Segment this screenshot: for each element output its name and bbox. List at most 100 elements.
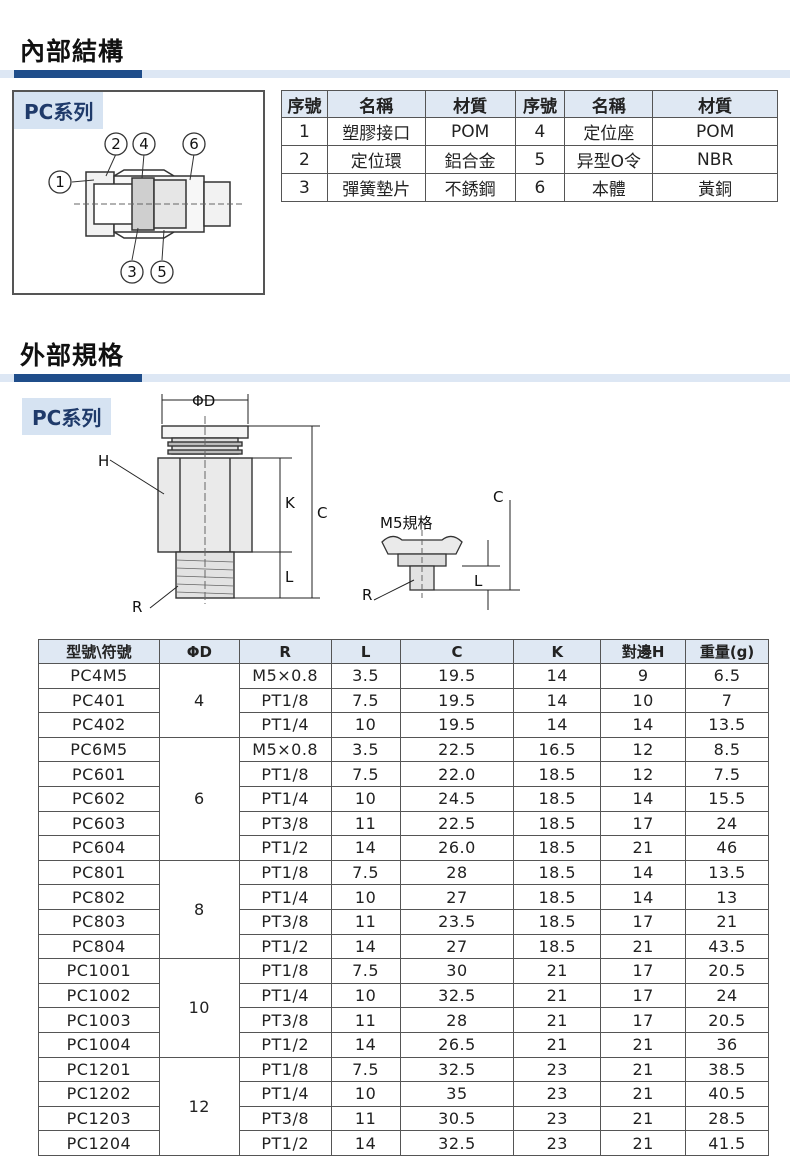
spec-cell: 32.5 [399,982,515,1009]
m5-dim-label-r: R [362,586,372,604]
spec-cell: 27 [399,884,515,910]
spec-cell: 28.5 [685,1105,769,1132]
spec-cell: 14 [600,859,687,886]
spec-cell: 13.5 [685,712,769,738]
internal-section-title: 內部結構 [20,37,125,66]
spec-cell: 17 [600,810,687,837]
m5-title: M5規格 [380,514,433,532]
dim-label-k: K [285,494,296,512]
spec-cell: 19.5 [399,687,515,714]
spec-cell: 14 [330,835,401,861]
spec-cell: 6.5 [685,663,769,689]
spec-cell: 21 [513,1007,602,1033]
parts-cell: NBR [652,145,778,174]
parts-cell: 异型O令 [564,145,654,174]
spec-cell: PT3/8 [238,908,332,935]
parts-cell: 不銹鋼 [424,173,516,202]
spec-cell: 10 [330,1081,401,1107]
spec-cell: PT3/8 [238,810,332,837]
spec-cell: 21 [513,958,602,984]
spec-cell: 21 [513,1031,602,1058]
callout-4: 4 [139,135,149,153]
dim-label-c: C [317,504,327,522]
spec-cell: 9 [600,663,687,689]
spec-diameter-cell: 4 [158,663,240,738]
spec-cell: 7 [685,687,769,714]
spec-cell: 7.5 [330,687,401,714]
spec-cell: 32.5 [399,1056,515,1083]
spec-diameter-cell: 10 [158,958,240,1058]
external-section-bar [0,374,790,382]
spec-cell: 7.5 [330,958,401,984]
spec-header-cell: L [330,639,401,664]
spec-cell: PT1/8 [238,859,332,886]
spec-cell: 28 [399,1007,515,1033]
spec-cell: 18.5 [513,810,602,837]
dim-label-h: H [98,452,109,470]
callout-2: 2 [111,135,121,153]
spec-cell: PT1/4 [238,1081,332,1107]
external-section-title: 外部規格 [20,341,125,370]
spec-cell: 17 [600,958,687,984]
spec-cell: 10 [330,884,401,910]
spec-cell: 23 [513,1130,602,1156]
spec-model-cell: PC804 [38,933,160,960]
spec-cell: 12 [600,736,687,763]
spec-cell: 14 [513,712,602,738]
spec-model-cell: PC1203 [38,1105,160,1132]
spec-cell: 30.5 [399,1105,515,1132]
spec-cell: 14 [513,687,602,714]
spec-model-cell: PC6M5 [38,736,160,763]
spec-cell: 21 [600,1031,687,1058]
spec-cell: 17 [600,1007,687,1033]
callout-6: 6 [189,135,199,153]
spec-cell: 21 [600,1056,687,1083]
parts-cell: 3 [281,173,328,202]
external-dimension-drawing: ΦD H K C L R M5規格 C L R [98,392,520,616]
spec-model-cell: PC4M5 [38,663,160,689]
spec-cell: 14 [600,785,687,812]
parts-cell: 定位座 [564,117,654,146]
parts-header-cell: 名稱 [564,90,654,118]
spec-model-cell: PC602 [38,785,160,812]
spec-cell: PT1/2 [238,1130,332,1156]
spec-cell: PT1/4 [238,785,332,812]
spec-header-cell: C [399,639,515,664]
spec-cell: 22.5 [399,810,515,837]
spec-model-cell: PC1204 [38,1130,160,1156]
spec-cell: 18.5 [513,933,602,960]
spec-cell: PT3/8 [238,1105,332,1132]
spec-cell: 20.5 [685,1007,769,1033]
callout-3: 3 [127,263,137,281]
dim-label-r: R [132,598,142,616]
spec-diameter-cell: 8 [158,859,240,960]
spec-cell: 11 [330,908,401,935]
spec-cell: 11 [330,810,401,837]
spec-model-cell: PC1202 [38,1081,160,1107]
spec-cell: 14 [600,884,687,910]
spec-cell: 8.5 [685,736,769,763]
parts-cell: POM [652,117,778,146]
spec-model-cell: PC802 [38,884,160,910]
spec-cell: PT1/8 [238,958,332,984]
parts-header-cell: 序號 [514,90,566,118]
spec-cell: 21 [600,835,687,861]
spec-cell: 7.5 [330,1056,401,1083]
spec-cell: 7.5 [330,859,401,886]
spec-cell: PT1/4 [238,712,332,738]
spec-cell: 18.5 [513,835,602,861]
spec-cell: 46 [685,835,769,861]
